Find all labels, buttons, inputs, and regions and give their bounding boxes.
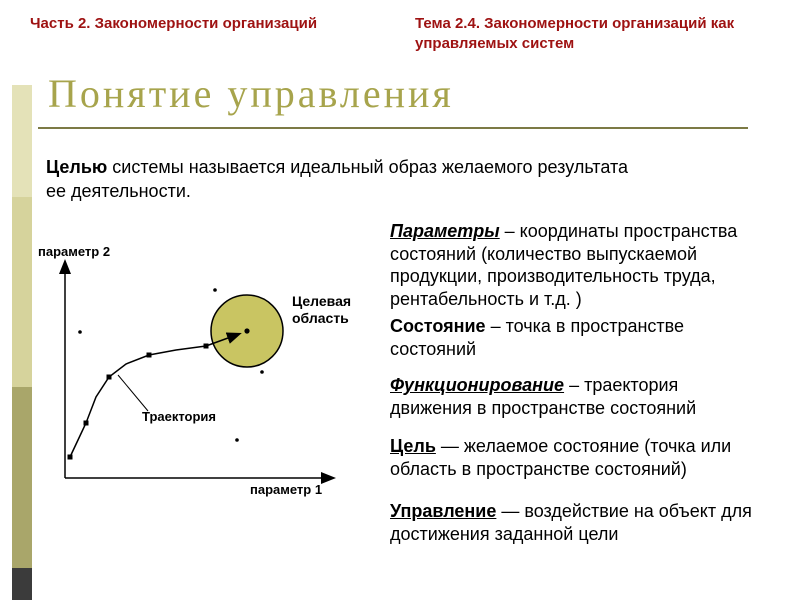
definition-goal: Цель — желаемое состояние (точка или обл… bbox=[390, 435, 765, 480]
sidebar-strip-segment-4 bbox=[12, 568, 32, 600]
state-point bbox=[213, 288, 217, 292]
header-part-label: Часть 2. Закономерности организаций bbox=[30, 15, 318, 32]
trajectory-point bbox=[203, 343, 209, 349]
definition-term: Состояние bbox=[390, 316, 486, 336]
definition-state: Состояние – точка в пространстве состоян… bbox=[390, 315, 765, 360]
trajectory-path bbox=[69, 345, 207, 458]
definitions-list: Параметры – координаты пространства сост… bbox=[390, 220, 765, 545]
definition-text: – траектория движения в пространстве сос… bbox=[390, 375, 697, 418]
page-title: Понятие управления bbox=[48, 71, 454, 116]
trajectory-label: Траектория bbox=[142, 409, 217, 424]
state-space-diagram bbox=[59, 259, 336, 484]
definition-text: — желаемое состояние (точка или область … bbox=[390, 436, 732, 479]
state-point bbox=[78, 330, 82, 334]
trajectory-arrow bbox=[205, 332, 242, 347]
y-axis-label: параметр 2 bbox=[38, 244, 111, 259]
x-axis-label: параметр 1 bbox=[250, 482, 323, 497]
trajectory-point bbox=[67, 454, 73, 460]
intro-text: системы называется идеальный образ желае… bbox=[46, 157, 628, 202]
trajectory-point bbox=[106, 374, 112, 380]
definition-term: Управление bbox=[390, 501, 497, 521]
trajectory-point bbox=[83, 420, 89, 426]
trajectory-point bbox=[146, 352, 152, 358]
target-center-point bbox=[244, 328, 250, 334]
definition-text: – координаты пространства состояний (кол… bbox=[390, 221, 738, 309]
sidebar-strip-segment-2 bbox=[12, 197, 32, 387]
definition-text: – точка в пространстве состояний bbox=[390, 316, 685, 359]
state-point bbox=[260, 370, 264, 374]
definition-functioning: Функционирование – траектория движения в… bbox=[390, 374, 765, 419]
definition-parameters: Параметры – координаты пространства сост… bbox=[390, 220, 765, 310]
state-point bbox=[235, 438, 239, 442]
sidebar-strip-segment-3 bbox=[12, 387, 32, 568]
intro-definition: Целью системы называется идеальный образ… bbox=[46, 155, 646, 204]
definition-term: Параметры bbox=[390, 221, 500, 241]
header-topic-label: Тема 2.4. Закономерности организаций как… bbox=[415, 15, 735, 52]
trajectory-label-leader bbox=[117, 374, 149, 412]
definition-text: — воздействие на объект для достижения з… bbox=[390, 501, 752, 544]
definition-term: Цель bbox=[390, 436, 436, 456]
intro-term: Целью bbox=[46, 157, 108, 177]
target-area-label: Целевая область bbox=[292, 293, 352, 326]
sidebar-strip-segment-1 bbox=[12, 85, 32, 197]
title-underline bbox=[38, 127, 748, 129]
definition-management: Управление — воздействие на объект для д… bbox=[390, 500, 765, 545]
definition-term: Функционирование bbox=[390, 375, 565, 395]
